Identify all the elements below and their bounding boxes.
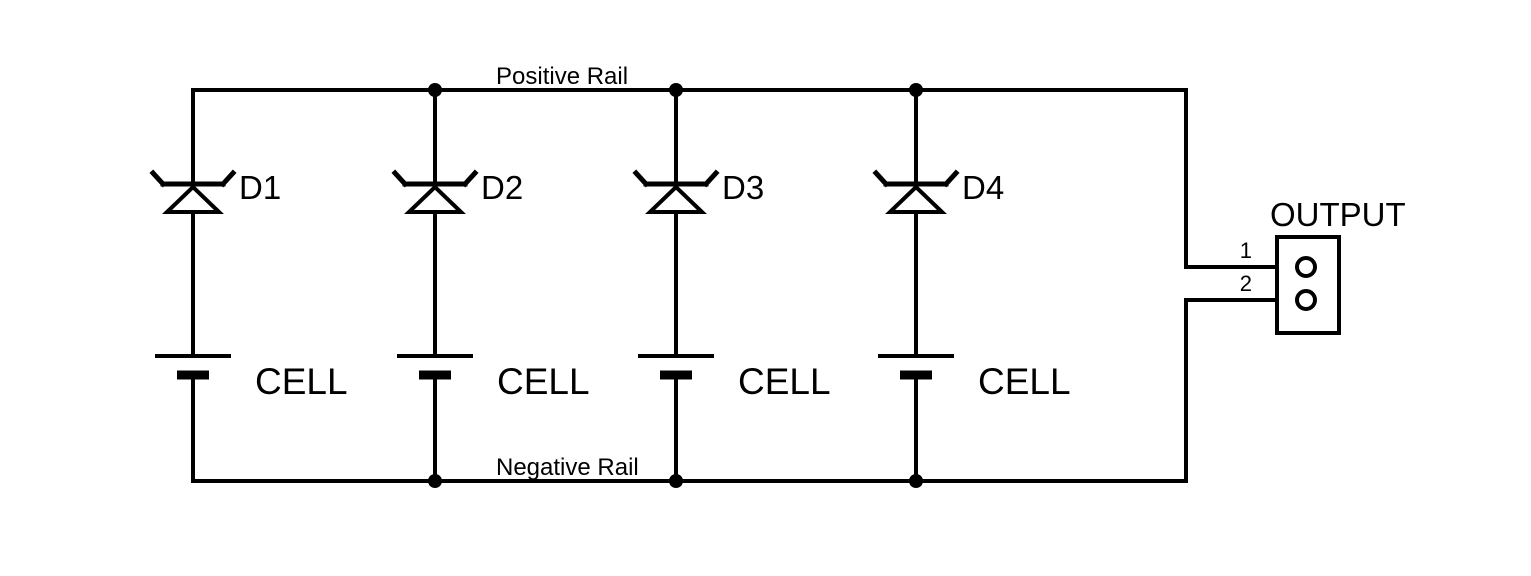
diode-triangle [162,184,224,214]
cell-branch-3: D3 CELL [632,88,831,483]
battery-cell-symbol [155,354,231,380]
zener-bend-right [461,169,479,188]
battery-cell-symbol [878,354,954,380]
junction-dot [669,474,683,488]
diode-label: D1 [239,169,281,206]
diode-label: D3 [722,169,764,206]
junction-dot [909,474,923,488]
output-label: OUTPUT [1270,196,1406,233]
cell-branch-4: D4 CELL [872,88,1071,483]
zener-bend-left [391,169,409,188]
battery-cell-symbol [397,354,473,380]
zener-bend-left [632,169,650,188]
diode-triangle [404,184,466,214]
output-connector: 1 2 OUTPUT [1240,196,1406,335]
diode-label: D2 [481,169,523,206]
zener-bend-left [872,169,890,188]
diode-label: D4 [962,169,1004,206]
output-connector-body [1275,235,1341,335]
output-wire-pin2 [1184,298,1279,483]
zener-bend-right [702,169,720,188]
zener-diode-symbol [149,169,237,214]
junction-dot [428,474,442,488]
cell-branch-2: D2 CELL [391,88,590,483]
cell-label: CELL [255,361,348,402]
zener-bend-left [149,169,167,188]
cell-label: CELL [978,361,1071,402]
zener-diode-symbol [391,169,479,214]
diode-triangle [885,184,947,214]
cell-branch-1: D1 CELL [149,88,348,483]
cell-label: CELL [497,361,590,402]
output-pin-1-circle [1295,256,1317,278]
negative-rail-label: Negative Rail [496,454,639,481]
junction-dot [909,83,923,97]
diode-triangle [645,184,707,214]
output-pin-2-number: 2 [1240,271,1252,296]
junction-dot [428,83,442,97]
junction-dot [669,83,683,97]
zener-bend-right [942,169,960,188]
output-pin-1-number: 1 [1240,238,1252,263]
positive-rail-label: Positive Rail [496,63,628,90]
zener-bend-right [219,169,237,188]
output-pin-2-circle [1295,289,1317,311]
battery-cell-symbol [638,354,714,380]
output-wire-pin1 [1184,88,1279,269]
cell-label: CELL [738,361,831,402]
